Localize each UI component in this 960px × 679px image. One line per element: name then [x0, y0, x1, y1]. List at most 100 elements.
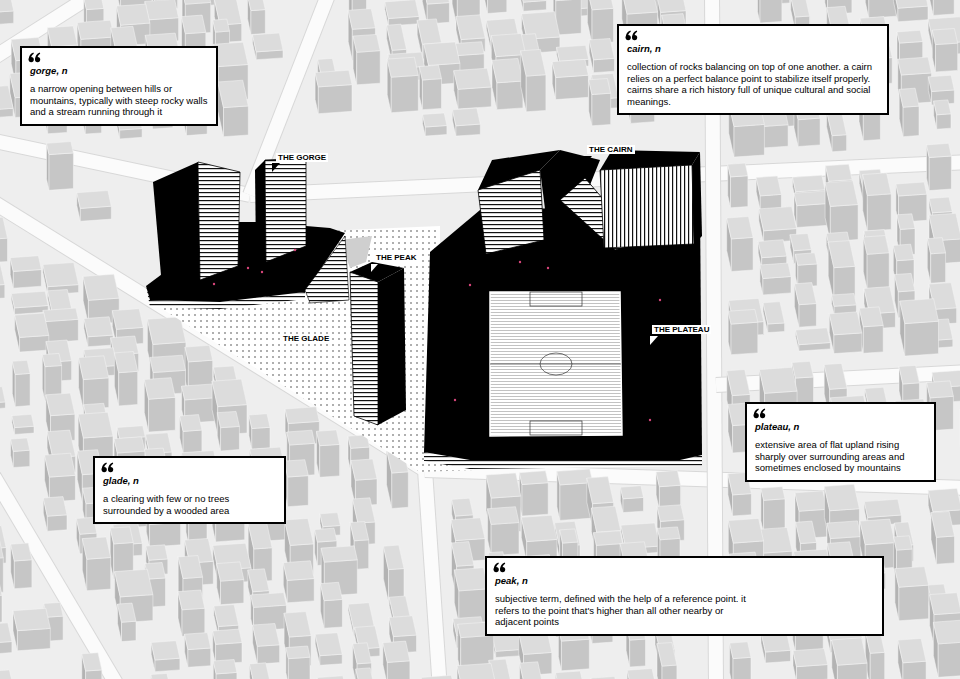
- building-roof: [251, 593, 287, 608]
- building-front: [119, 371, 138, 406]
- building-roof: [82, 653, 102, 671]
- building-roof: [182, 384, 217, 400]
- building-roof: [452, 542, 474, 567]
- building-roof: [728, 309, 758, 324]
- building-front: [13, 450, 30, 467]
- building-front: [863, 325, 883, 353]
- quote-tail: [760, 409, 765, 416]
- quote-tail: [29, 53, 34, 60]
- building-roof: [11, 291, 48, 308]
- building-roof: [0, 260, 5, 286]
- building-roof: [927, 143, 952, 157]
- cairn-block: [600, 165, 694, 248]
- building-roof: [212, 379, 247, 407]
- building-roof: [928, 488, 960, 511]
- label-flag: [584, 156, 592, 165]
- building-front: [251, 10, 265, 35]
- building-front: [760, 0, 782, 23]
- building-roof: [248, 522, 272, 549]
- building-roof: [927, 381, 954, 398]
- label-flag: [650, 336, 658, 345]
- building-front: [46, 319, 79, 343]
- building-roof: [11, 438, 30, 452]
- building-roof: [451, 518, 485, 541]
- building-front: [905, 321, 939, 356]
- building-roof: [182, 15, 206, 34]
- building-roof: [422, 0, 449, 4]
- building-roof: [863, 173, 892, 196]
- building-side: [521, 0, 524, 11]
- building-roof: [455, 42, 484, 56]
- building-roof: [488, 507, 519, 525]
- building-roof: [790, 234, 811, 251]
- building-roof: [825, 181, 858, 207]
- building-roof: [933, 620, 960, 644]
- building-roof: [928, 75, 954, 91]
- building-roof: [589, 39, 614, 60]
- building-roof: [552, 59, 588, 77]
- building-front: [837, 663, 867, 679]
- building-front: [288, 476, 309, 507]
- building-roof: [385, 0, 419, 18]
- building-roof: [759, 207, 797, 231]
- building-roof: [350, 522, 369, 541]
- building-front: [425, 126, 447, 137]
- building-roof: [794, 191, 829, 206]
- building-front: [86, 670, 102, 679]
- building-roof: [759, 367, 797, 393]
- building-roof: [864, 499, 901, 517]
- person-dot: [294, 249, 296, 251]
- peak-tower-facade: [350, 272, 378, 425]
- building-roof: [78, 412, 113, 438]
- building-roof: [218, 80, 249, 107]
- cairn-face: [692, 152, 702, 244]
- building-roof: [791, 0, 810, 17]
- building-roof: [285, 407, 319, 424]
- quote-tail: [500, 563, 505, 570]
- building-roof: [112, 309, 143, 330]
- quote-tail: [35, 53, 40, 60]
- building-roof: [0, 86, 13, 111]
- building-roof: [894, 536, 913, 550]
- building-roof: [860, 519, 895, 545]
- building-roof: [553, 0, 581, 1]
- gorge-stairs: [305, 236, 349, 303]
- building-front: [458, 87, 491, 109]
- building-front: [594, 58, 615, 72]
- building-front: [733, 494, 752, 516]
- building-roof: [117, 4, 150, 25]
- building-roof: [899, 365, 919, 384]
- building-roof: [47, 26, 77, 47]
- gorge-tower-face: [255, 160, 266, 262]
- building-roof: [43, 308, 78, 322]
- building-roof: [486, 473, 521, 498]
- building-front: [0, 595, 2, 623]
- building-front: [320, 444, 340, 477]
- building-roof: [118, 603, 137, 622]
- building-roof: [178, 556, 202, 579]
- definition-text: extensive area of flat upland rising sha…: [755, 439, 926, 474]
- building-roof: [144, 378, 175, 400]
- building-front: [318, 85, 352, 114]
- building-front: [80, 206, 111, 221]
- building-front: [903, 106, 919, 137]
- site-label: THE PEAK: [374, 253, 418, 262]
- building-roof: [795, 491, 827, 511]
- building-roof: [15, 313, 49, 337]
- building-roof: [353, 643, 372, 664]
- building-front: [288, 657, 310, 679]
- building-roof: [931, 511, 955, 537]
- building-roof: [930, 593, 960, 615]
- building-roof: [859, 307, 883, 327]
- building-front: [931, 253, 946, 283]
- person-dot: [454, 399, 456, 401]
- building-roof: [521, 49, 546, 76]
- building-roof: [932, 29, 957, 45]
- peak-tower-top: [350, 262, 404, 282]
- building-roof: [147, 317, 186, 345]
- building-roof: [893, 244, 914, 261]
- building-roof: [826, 164, 853, 181]
- building-roof: [795, 253, 817, 265]
- building-roof: [521, 0, 547, 2]
